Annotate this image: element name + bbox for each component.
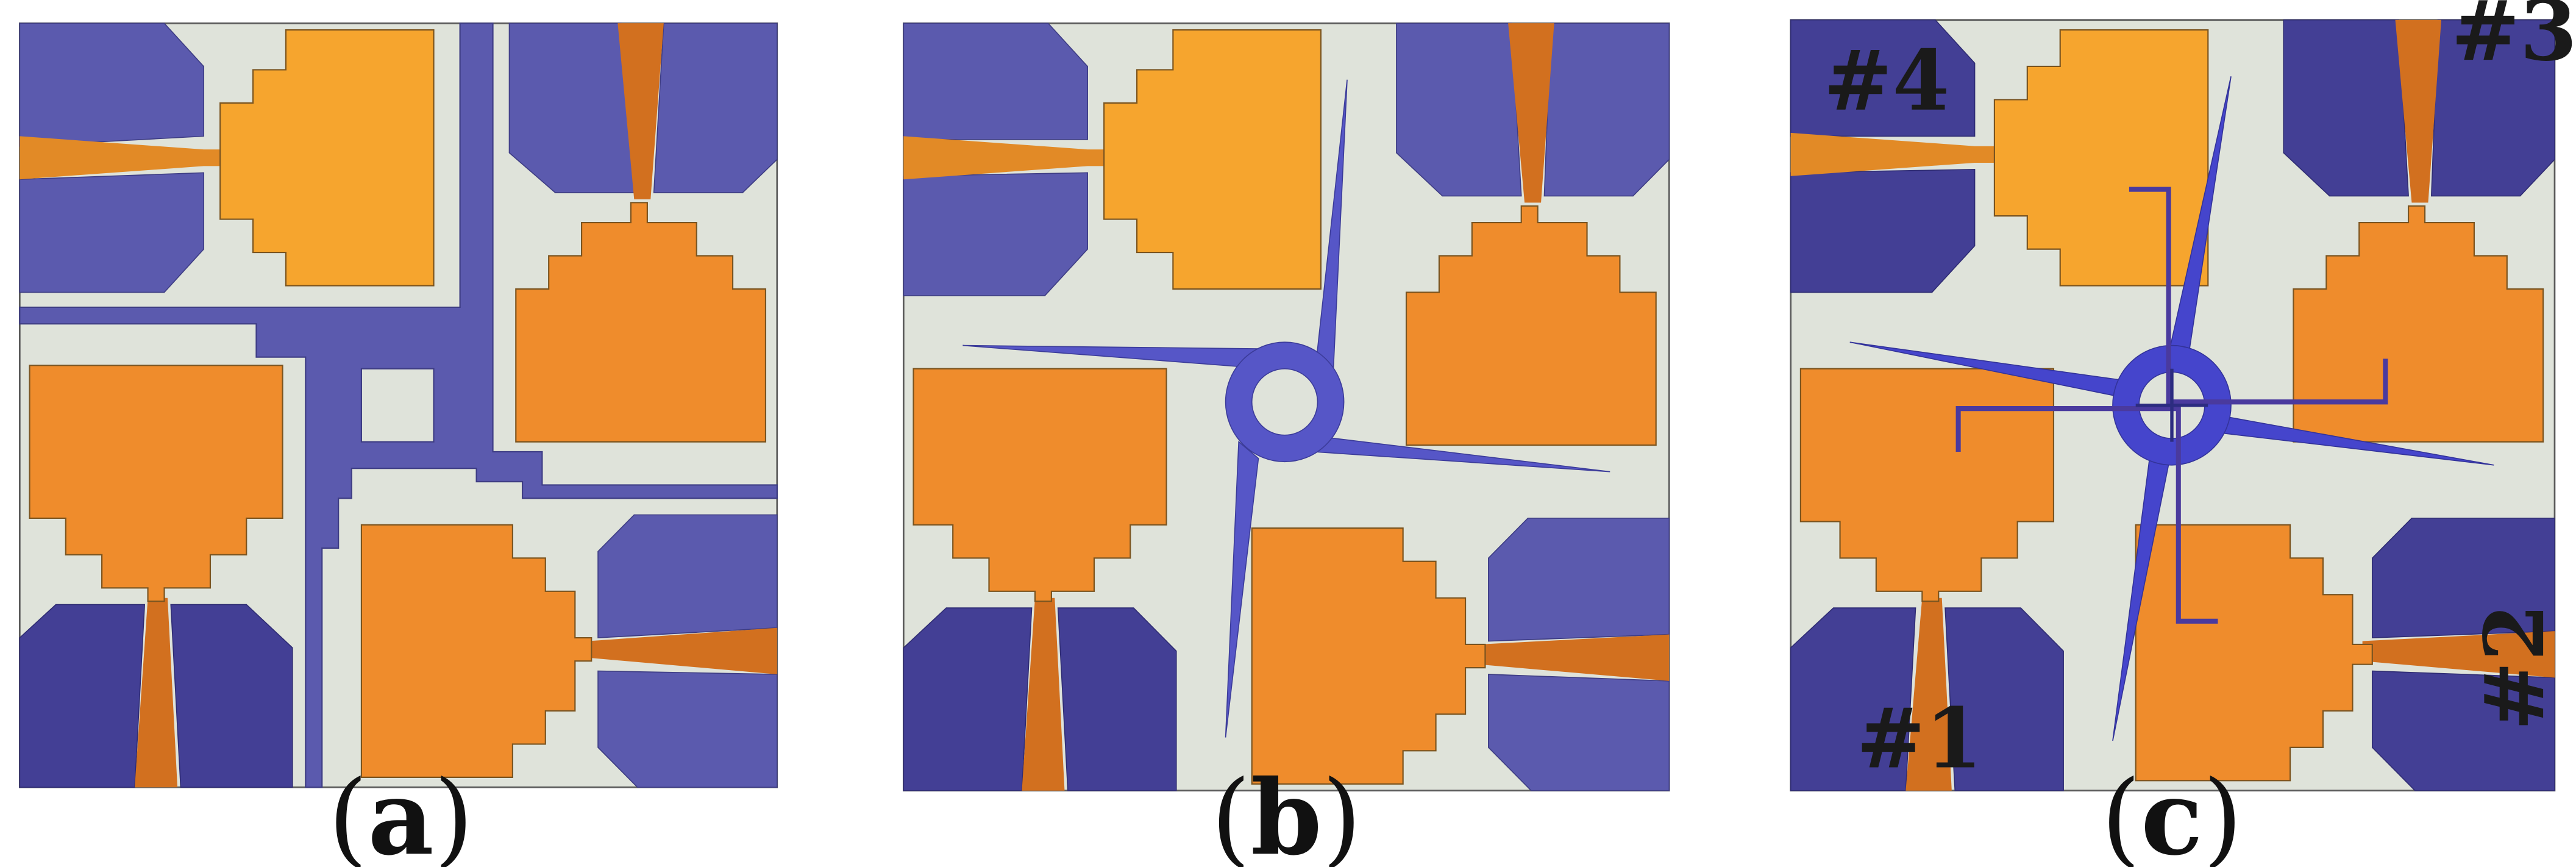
panel-a <box>18 22 778 788</box>
port-label-1: #1 <box>1857 690 1983 787</box>
ground-pad-c-tr <box>2283 19 2409 197</box>
patch-b-tr <box>1405 205 1657 446</box>
ground-pad-a-tl <box>19 23 205 147</box>
feed-line-b-left <box>903 136 1108 180</box>
ground-window-a <box>360 368 435 443</box>
feed-line-c-bottom <box>1905 598 1952 791</box>
patch-c-br <box>2135 524 2373 782</box>
patch-c-tr <box>2293 205 2544 443</box>
patch-b-bl <box>913 368 1167 602</box>
panel-b <box>902 22 1670 792</box>
ground-pad-c-bl <box>1790 607 1916 791</box>
ground-pad-a-br <box>597 514 778 638</box>
patch-c-bl <box>1799 368 2055 602</box>
caption-a: (a) <box>328 757 474 867</box>
feed-line-b-bottom <box>1022 598 1065 791</box>
patch-a-tl <box>219 29 435 287</box>
caption-c: (c) <box>2101 757 2243 867</box>
patch-c-tl <box>1993 29 2209 287</box>
feed-line-c-left <box>1790 132 1994 176</box>
ground-pad-b-bl <box>903 607 1033 791</box>
ground-pad-c-tr2 <box>2430 19 2555 197</box>
ground-pad-c-bl2 <box>1944 607 2064 791</box>
ground-pad-a-tr <box>508 23 635 193</box>
ground-pad-a-bl <box>19 604 146 788</box>
patch-a-bl <box>29 365 283 602</box>
port-label-2: #2 <box>2466 604 2563 731</box>
port-label-4: #4 <box>1824 32 1950 129</box>
feed-line-a-top <box>617 23 664 199</box>
patch-b-br <box>1251 527 1486 785</box>
feed-line-a-right <box>588 627 777 674</box>
ground-pad-b-br2 <box>1488 674 1670 791</box>
ground-pad-a-br2 <box>597 670 778 788</box>
ground-pad-b-tl2 <box>903 172 1088 296</box>
feed-line-b-right <box>1478 634 1670 681</box>
ground-pad-b-tr2 <box>1543 23 1670 197</box>
feed-line-b-top <box>1508 23 1554 203</box>
patch-b-tl <box>1103 29 1322 290</box>
decoupling-lines-c <box>1955 187 2388 624</box>
feed-line-a-left <box>20 136 224 180</box>
ground-pad-b-bl2 <box>1057 607 1177 791</box>
port-label-3: #3 <box>2451 0 2576 79</box>
patch-a-br <box>360 524 592 778</box>
ground-pad-a-bl2 <box>170 604 293 788</box>
feed-line-a-bottom <box>135 598 178 788</box>
ground-pad-c-br <box>2371 518 2555 638</box>
feed-line-c-top <box>2395 20 2441 203</box>
ground-pad-a-tl2 <box>19 172 205 293</box>
ground-pad-c-tl <box>1790 19 1976 137</box>
ground-pad-a-tr2 <box>653 23 778 193</box>
panel-c: #1 #2 #3 #4 <box>1790 0 2576 792</box>
ground-pad-c-tl2 <box>1790 169 1976 293</box>
feed-line-c-right <box>2362 631 2555 678</box>
pinwheel-hole-b <box>1251 368 1318 436</box>
ground-pad-c-br2 <box>2371 670 2555 791</box>
caption-b: (b) <box>1211 757 1362 867</box>
ground-pad-b-br <box>1488 518 1670 642</box>
ground-pad-b-tl <box>903 23 1088 140</box>
ground-pad-b-tr <box>1396 23 1522 197</box>
patch-a-tr <box>515 202 767 443</box>
